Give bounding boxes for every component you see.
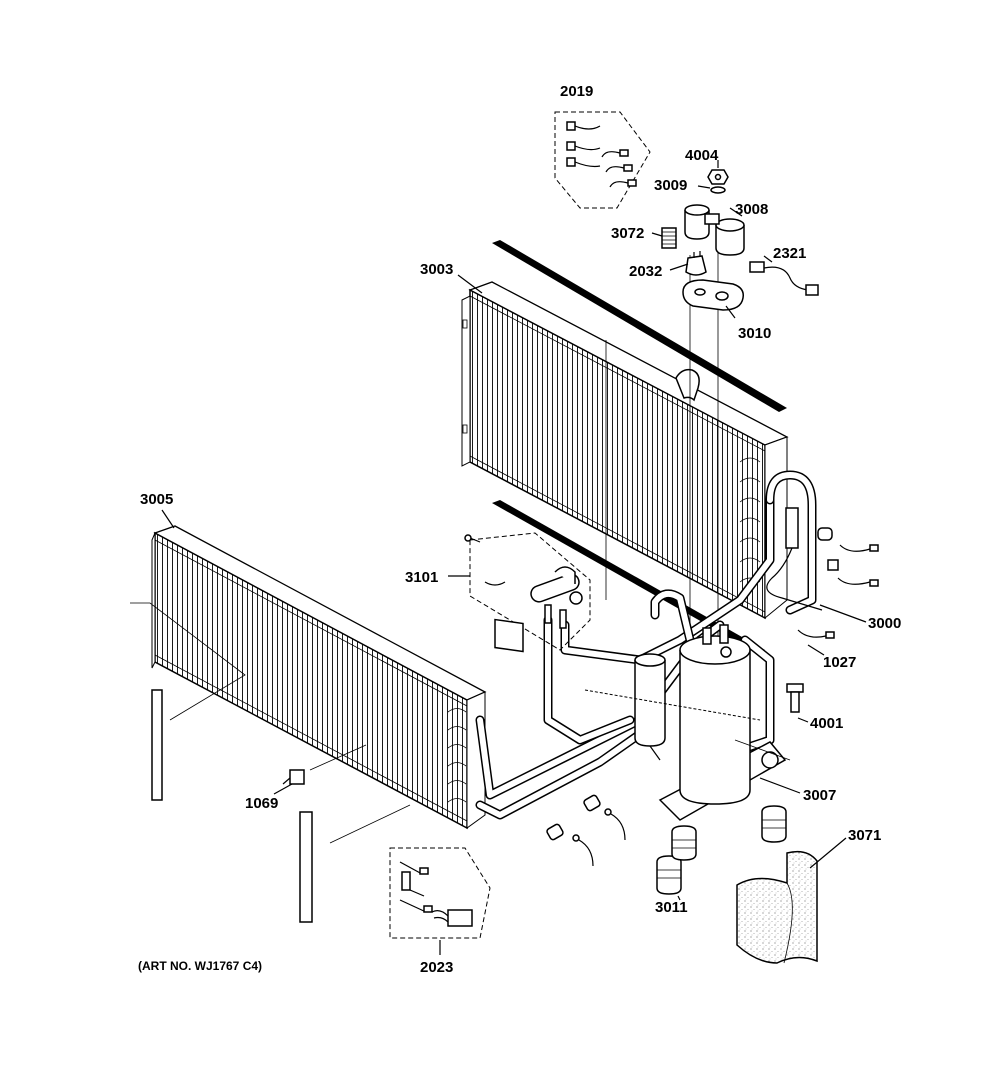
art-number: (ART NO. WJ1767 C4): [138, 959, 262, 973]
lower-gasket-strip: [492, 500, 765, 653]
evaporator-coil: [151, 525, 487, 830]
foam-strip-center: [299, 811, 313, 923]
callout-2023: 2023: [420, 959, 453, 976]
callout-2321: 2321: [773, 245, 806, 262]
callout-3003: 3003: [420, 261, 453, 278]
callout-3071: 3071: [848, 827, 881, 844]
dual-capacitor: [684, 204, 745, 256]
callout-3005: 3005: [140, 491, 173, 508]
callout-3010: 3010: [738, 325, 771, 342]
mounting-bolt: [786, 683, 804, 713]
harness-clip: [282, 769, 305, 785]
callout-3000: 3000: [868, 615, 901, 632]
callout-2032: 2032: [629, 263, 662, 280]
wire-kit-parts: [399, 861, 473, 927]
wire-harness-box-2019: [554, 111, 651, 209]
capacitor-bracket: [682, 279, 745, 311]
callout-3072: 3072: [611, 225, 644, 242]
capacitor-boot: [685, 251, 707, 276]
callout-4001: 4001: [810, 715, 843, 732]
callout-2019: 2019: [560, 83, 593, 100]
callout-3007: 3007: [803, 787, 836, 804]
washer: [710, 186, 726, 194]
grommet: [761, 805, 787, 843]
callout-3008: 3008: [735, 201, 768, 218]
compressor-wrap-cover: [736, 850, 818, 964]
coil-clip: [675, 368, 700, 402]
top-gasket-strip: [492, 240, 787, 412]
foam-strip-left: [151, 689, 163, 801]
wire-terminals: [566, 121, 637, 188]
callout-1069: 1069: [245, 795, 278, 812]
reversing-valve-group-outline: [469, 532, 591, 651]
grommet: [671, 825, 697, 861]
callout-1027: 1027: [823, 654, 856, 671]
wire-kit-box-2023: [389, 847, 491, 939]
callout-3101: 3101: [405, 569, 438, 586]
wire-connectors: [546, 794, 626, 867]
callout-3011: 3011: [655, 899, 688, 916]
thermostat-and-leads: [766, 507, 879, 639]
wire-lead-2321: [749, 261, 819, 296]
grommet: [656, 855, 682, 895]
hex-nut: [707, 169, 729, 185]
callout-3009: 3009: [654, 177, 687, 194]
spring: [661, 227, 677, 249]
compressor: [634, 624, 791, 821]
callout-4004: 4004: [685, 147, 719, 164]
reversing-valve: [484, 566, 583, 653]
